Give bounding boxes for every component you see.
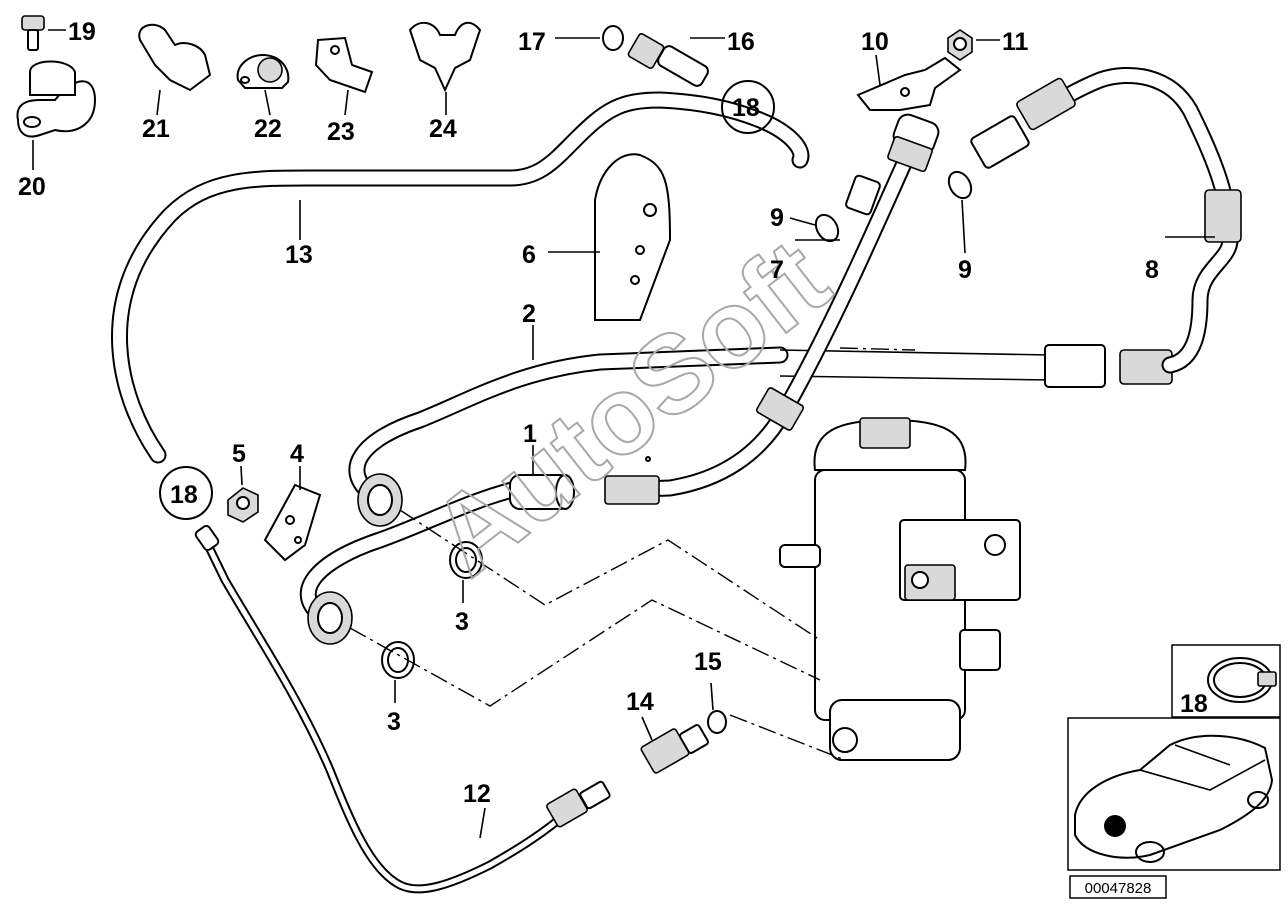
hose-8-crimp (1204, 189, 1242, 243)
callout-18-left: 18 (170, 481, 198, 509)
hose-13 (111, 91, 810, 464)
bracket-10 (856, 56, 962, 111)
bolt-19 (21, 15, 45, 51)
o-ring-3-upper (449, 541, 483, 579)
document-number-box: 00047828 (1069, 875, 1167, 899)
callout-10: 10 (861, 28, 889, 56)
inset-car-locator (1067, 717, 1281, 871)
callout-16: 16 (727, 28, 755, 56)
callout-7: 7 (770, 256, 784, 284)
hose-2 (299, 346, 789, 645)
hose-8 (970, 66, 1242, 374)
callout-22: 22 (254, 115, 282, 143)
ref-circle-18-top (721, 80, 775, 134)
hose-7-tee (845, 174, 881, 216)
callout-2: 2 (522, 300, 536, 328)
callout-labels: 19 20 21 22 23 24 17 16 18 10 11 13 6 9 … (18, 18, 1208, 808)
fitting-16 (627, 33, 709, 87)
callout-3-lower: 3 (387, 708, 401, 736)
callout-5: 5 (232, 440, 246, 468)
callout-20: 20 (18, 173, 46, 201)
hose-7-connector (604, 475, 660, 505)
inset-hose-clamp (1171, 644, 1281, 718)
nut-11 (947, 29, 973, 61)
callout-11: 11 (1002, 28, 1029, 56)
callout-4: 4 (290, 440, 304, 468)
hose-7-crimp (755, 387, 805, 431)
o-ring-9-right (947, 170, 973, 200)
callout-6: 6 (522, 241, 536, 269)
callout-8: 8 (1145, 256, 1159, 284)
plate-4 (263, 483, 322, 562)
connector-sleeve (1044, 344, 1106, 388)
clip-24 (408, 21, 482, 93)
callout-14: 14 (626, 688, 654, 716)
callout-18-top: 18 (732, 94, 760, 122)
callout-23: 23 (327, 118, 355, 146)
callout-15: 15 (694, 648, 722, 676)
callout-12: 12 (463, 780, 491, 808)
bracket-6 (594, 153, 672, 321)
clamp-22 (236, 53, 290, 89)
callout-13: 13 (285, 241, 313, 269)
leader-lines (32, 29, 1215, 839)
bracket-23 (314, 36, 374, 94)
hose-8-connector (970, 115, 1030, 169)
reservoir-cap-nut (859, 417, 911, 449)
ref-circle-18-left (159, 466, 213, 520)
pipe-12-nipple (579, 780, 611, 810)
pipe-12 (194, 524, 611, 894)
o-ring-3-lower (381, 641, 415, 679)
callout-17: 17 (518, 28, 546, 56)
o-ring-17 (602, 25, 624, 51)
return-line (779, 344, 1173, 388)
fitting-14 (640, 724, 709, 774)
callout-9-right: 9 (958, 256, 972, 284)
callout-24: 24 (429, 115, 457, 143)
clamp-20 (16, 60, 97, 138)
reservoir (779, 417, 1021, 761)
callout-21: 21 (142, 115, 170, 143)
hose-7 (604, 113, 940, 505)
o-ring-15 (707, 710, 727, 734)
clip-21 (138, 23, 212, 92)
callout-9-left: 9 (770, 204, 784, 232)
connection-lines (349, 347, 916, 761)
location-marker (1104, 815, 1126, 837)
callout-18-inset: 18 (1180, 690, 1208, 718)
callout-19: 19 (68, 18, 96, 46)
document-number: 00047828 (1085, 880, 1152, 897)
callout-1: 1 (523, 420, 537, 448)
callout-3-upper: 3 (455, 608, 469, 636)
pipe-12-end-fitting (194, 524, 220, 552)
nut-5 (227, 487, 259, 523)
hose-8-fitting (1016, 77, 1076, 131)
